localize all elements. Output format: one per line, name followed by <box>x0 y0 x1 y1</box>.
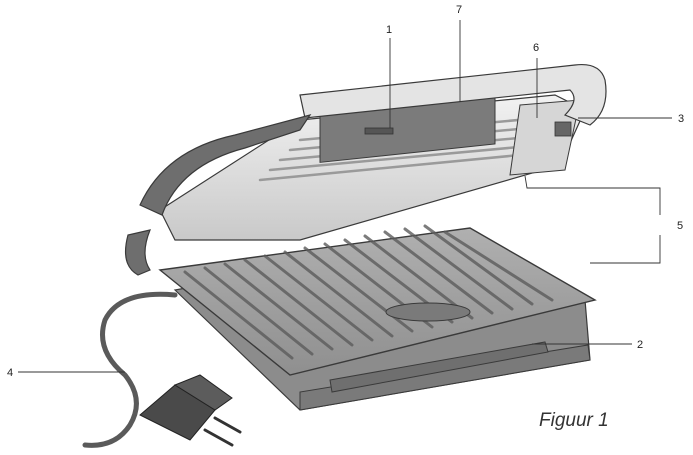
callout-3: 3 <box>678 113 684 125</box>
callout-4: 4 <box>7 367 13 379</box>
figure-caption: Figuur 1 <box>539 410 609 431</box>
callout-2: 2 <box>637 339 643 351</box>
leader-lines <box>18 20 672 373</box>
power-plug <box>139 374 242 447</box>
leader-5 <box>524 175 661 215</box>
callout-5: 5 <box>677 220 683 232</box>
bottom-grill-plate <box>158 224 597 376</box>
drip-tray <box>329 341 549 393</box>
leader-5b <box>590 235 661 264</box>
callout-labels: 1 2 3 4 5 6 7 <box>7 4 684 379</box>
callout-1: 1 <box>386 24 392 36</box>
callout-7: 7 <box>456 4 462 16</box>
callout-6: 6 <box>533 42 539 54</box>
lid-handle <box>125 63 607 276</box>
grill-lid <box>159 94 586 241</box>
